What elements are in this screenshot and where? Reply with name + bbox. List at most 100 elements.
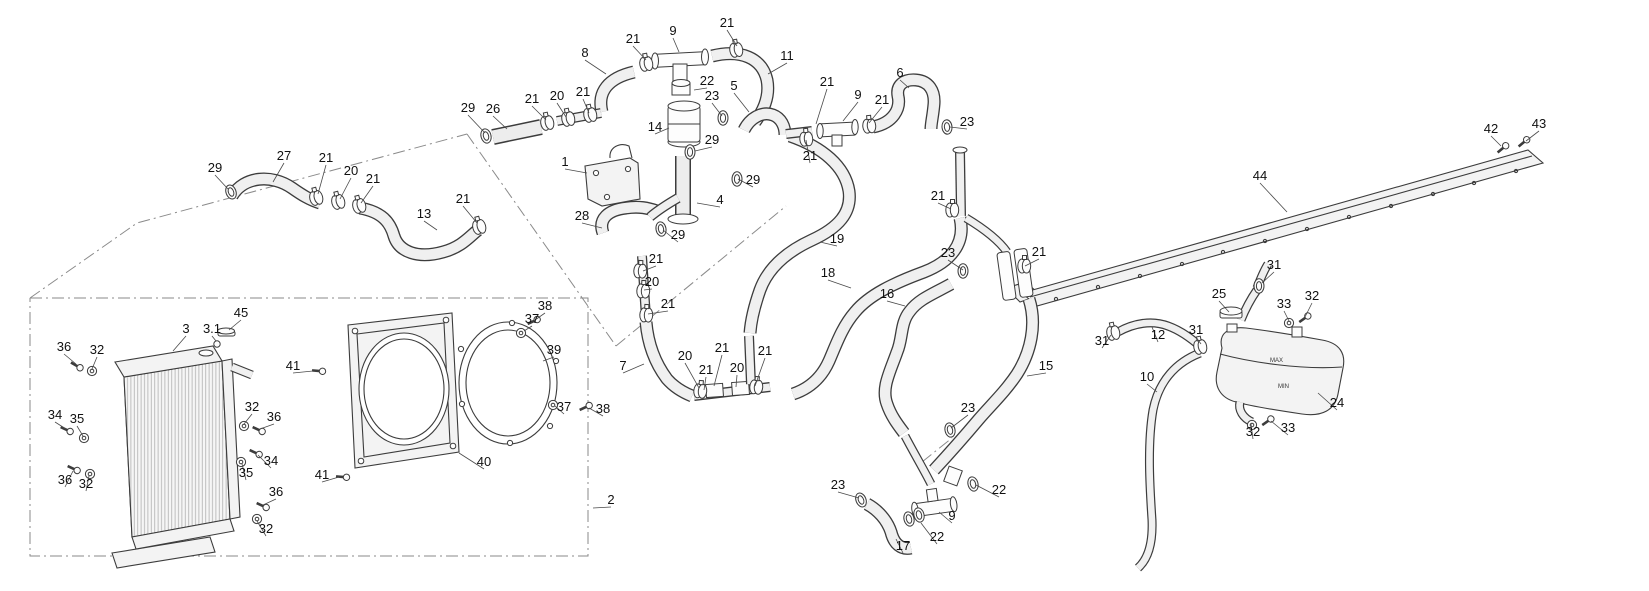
leader-line-37 bbox=[554, 405, 565, 415]
leader-line-21 bbox=[462, 205, 478, 224]
callout-32: 32 bbox=[1305, 288, 1319, 303]
leader-line-11 bbox=[767, 62, 788, 75]
radiator-core bbox=[123, 360, 231, 538]
tank-fitting bbox=[1291, 326, 1303, 338]
leader-line-38 bbox=[534, 312, 546, 321]
callout-1: 1 bbox=[561, 154, 568, 169]
leader-line-23 bbox=[949, 126, 968, 130]
hose-13 bbox=[358, 202, 482, 260]
callout-21: 21 bbox=[715, 340, 729, 355]
leader-line-35 bbox=[76, 425, 84, 437]
callout-22: 22 bbox=[700, 73, 714, 88]
leader-line-20 bbox=[339, 177, 352, 200]
hardware-layer bbox=[60, 38, 1531, 527]
radiator-group-box bbox=[29, 297, 589, 557]
callout-7: 7 bbox=[619, 358, 626, 373]
callout-20: 20 bbox=[645, 274, 659, 289]
radiator-assembly bbox=[111, 327, 254, 569]
callout-23: 23 bbox=[961, 400, 975, 415]
callout-6: 6 bbox=[896, 65, 903, 80]
bolt-glyph bbox=[60, 425, 74, 436]
leader-line-32 bbox=[256, 520, 267, 537]
leader-line-10 bbox=[1146, 383, 1158, 393]
leader-line-1 bbox=[564, 168, 588, 174]
leader-line-32 bbox=[243, 413, 253, 425]
bolt-glyph bbox=[1298, 312, 1312, 324]
leader-line-33 bbox=[1270, 420, 1289, 436]
callout-21: 21 bbox=[931, 188, 945, 203]
diagonal-boundary-1 bbox=[466, 133, 617, 347]
callout-31: 31 bbox=[1189, 322, 1203, 337]
callout-17: 17 bbox=[896, 538, 910, 553]
tank-max-label: MAX bbox=[1270, 358, 1283, 364]
ring-glyph bbox=[655, 221, 667, 237]
leader-line-21 bbox=[317, 164, 327, 195]
leader-line-41 bbox=[321, 476, 340, 483]
callout-36: 36 bbox=[267, 409, 281, 424]
callout-21: 21 bbox=[758, 343, 772, 358]
callout-21: 21 bbox=[720, 15, 734, 30]
leader-line-39 bbox=[542, 356, 555, 362]
callout-36: 36 bbox=[57, 339, 71, 354]
leader-line-34 bbox=[257, 454, 272, 469]
callout-9: 9 bbox=[948, 508, 955, 523]
tank-min-label: MIN bbox=[1278, 384, 1289, 390]
leader-line-23 bbox=[950, 414, 969, 429]
leader-line-31 bbox=[1101, 334, 1112, 349]
leader-line-21 bbox=[360, 185, 374, 204]
upper-boundary-line bbox=[29, 133, 468, 299]
ring-glyph bbox=[903, 511, 915, 527]
leader-line-24 bbox=[1317, 392, 1338, 411]
callout-23: 23 bbox=[705, 88, 719, 103]
leader-line-18 bbox=[827, 279, 852, 289]
leader-line-20 bbox=[735, 374, 738, 388]
ring-glyph bbox=[941, 119, 953, 135]
callout-3: 3 bbox=[182, 321, 189, 336]
leader-line-29 bbox=[662, 229, 679, 243]
leader-line-23 bbox=[837, 491, 860, 499]
leader-line-36 bbox=[262, 498, 277, 506]
callout-21: 21 bbox=[366, 171, 380, 186]
ring-glyph bbox=[684, 144, 696, 160]
clamp-glyph bbox=[862, 114, 877, 134]
callout-29: 29 bbox=[208, 160, 222, 175]
callout-12: 12 bbox=[1151, 327, 1165, 342]
bolt-glyph bbox=[1517, 136, 1531, 148]
leader-line-37 bbox=[523, 325, 533, 332]
ring-glyph bbox=[855, 492, 867, 508]
callout-29: 29 bbox=[746, 172, 760, 187]
hose-12 bbox=[1116, 319, 1204, 350]
bolt-glyph bbox=[579, 401, 593, 412]
shroud-opening bbox=[358, 332, 450, 446]
tee-fitting-9-mid bbox=[816, 119, 859, 147]
callout-23: 23 bbox=[941, 245, 955, 260]
leader-line-21 bbox=[754, 357, 766, 387]
leader-line-21 bbox=[531, 105, 547, 121]
ring-glyph bbox=[1253, 278, 1265, 294]
leader-line-31 bbox=[1195, 336, 1202, 345]
callout-15: 15 bbox=[1039, 358, 1053, 373]
callout-21: 21 bbox=[661, 296, 675, 311]
washer-glyph bbox=[515, 327, 527, 339]
ring-glyph bbox=[944, 422, 956, 438]
leader-line-9 bbox=[842, 101, 859, 122]
bolt-glyph bbox=[1261, 415, 1275, 427]
leader-line-36 bbox=[64, 470, 74, 488]
washer-glyph bbox=[547, 399, 559, 411]
group-boundaries bbox=[29, 133, 953, 557]
callout-33: 33 bbox=[1281, 420, 1295, 435]
callout-37: 37 bbox=[557, 399, 571, 414]
washer-glyph bbox=[78, 432, 90, 444]
leader-line-9 bbox=[938, 511, 953, 524]
radiator-cap bbox=[217, 327, 236, 337]
callout-42: 42 bbox=[1484, 121, 1498, 136]
callout-5: 5 bbox=[730, 78, 737, 93]
callout-34: 34 bbox=[48, 407, 62, 422]
callout-21: 21 bbox=[576, 84, 590, 99]
callout-10: 10 bbox=[1140, 369, 1154, 384]
pipe-26 bbox=[491, 120, 543, 144]
leader-line-17 bbox=[895, 538, 904, 554]
callout-21: 21 bbox=[456, 191, 470, 206]
